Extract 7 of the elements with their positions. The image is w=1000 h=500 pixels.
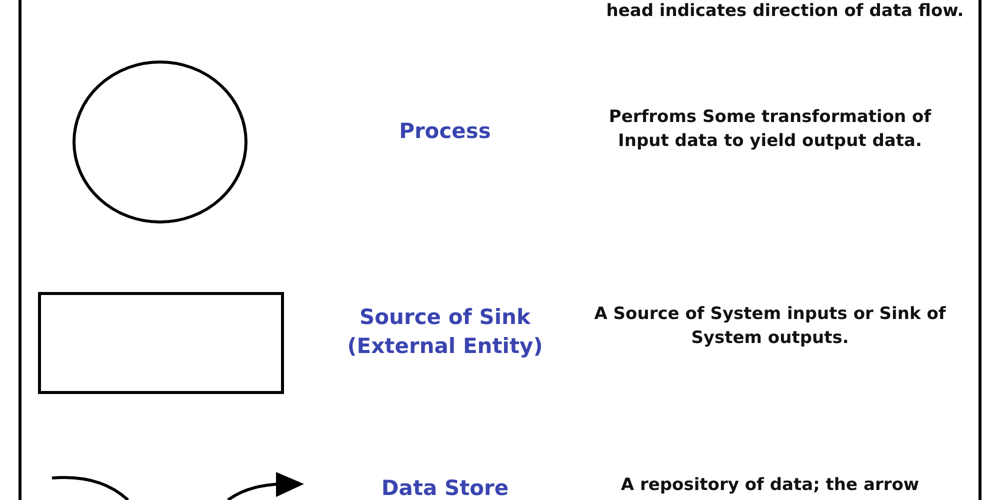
symbol-description: A repository of data; the arrow (620, 475, 920, 495)
symbol-name: Data Store (381, 476, 509, 500)
symbol-description: A Source of System inputs or Sink of System outputs. (594, 304, 946, 348)
note-text: head indicates direction of data flow. (606, 1, 964, 21)
symbol-name: Source of Sink (External Entity) (347, 305, 543, 358)
symbol-name: Process (399, 119, 491, 143)
symbol-description: Perfroms Some transformation of Input data to yield output data. (608, 107, 932, 151)
